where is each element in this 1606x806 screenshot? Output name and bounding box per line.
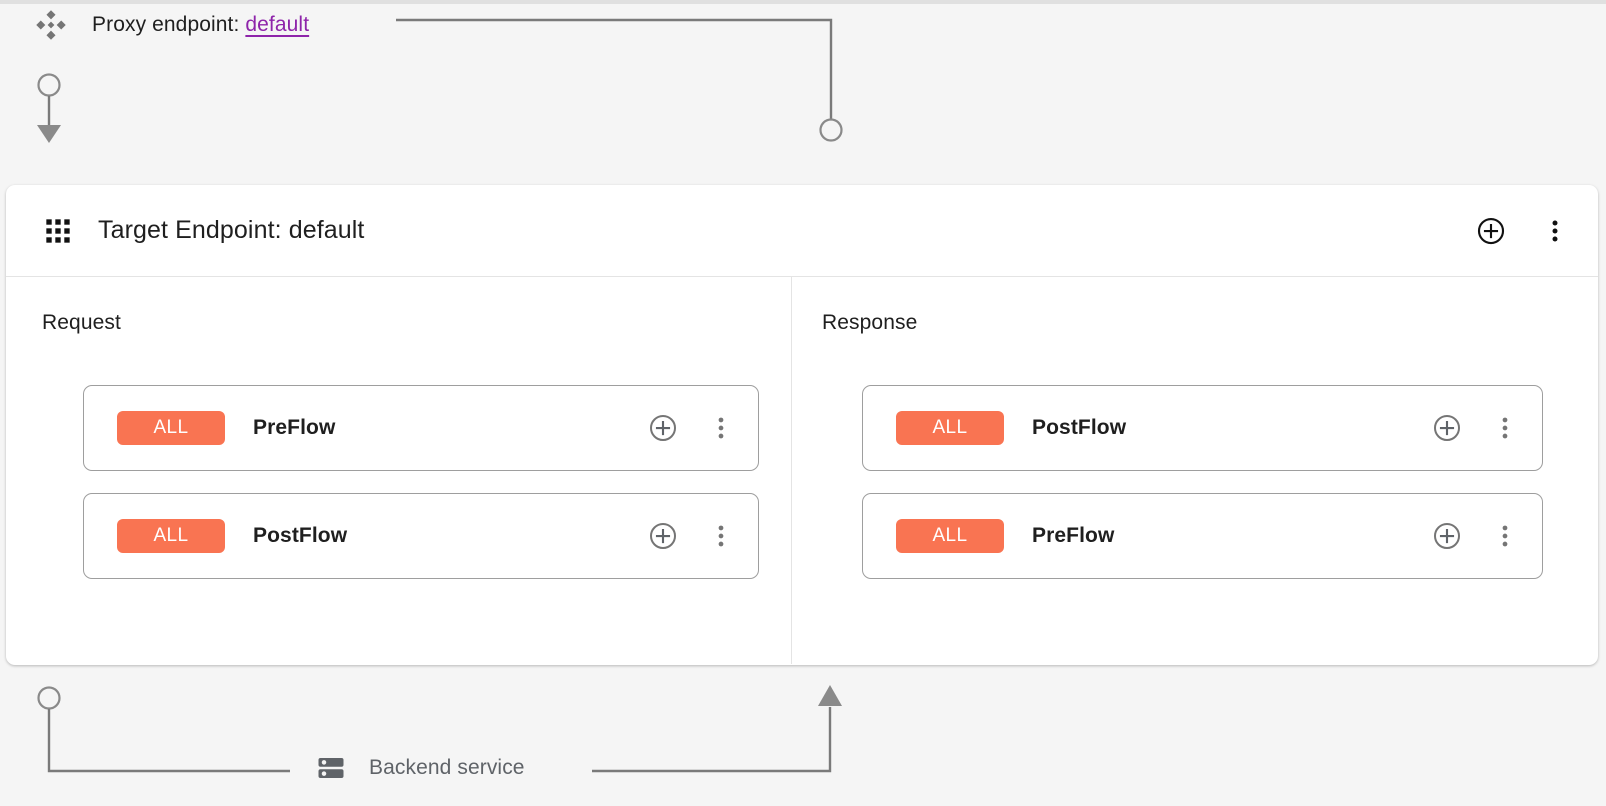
status-badge: ALL [117,411,225,445]
flow-name: PostFlow [253,524,348,547]
flow-card-actions [1430,519,1522,553]
request-column-title: Request [42,311,121,334]
flow-name: PostFlow [1032,416,1127,439]
status-badge: ALL [117,519,225,553]
target-out-endpoint-circle [37,686,61,710]
grid-apps-icon[interactable] [44,217,72,245]
add-policy-button[interactable] [1474,214,1508,248]
flow-card-request-postflow[interactable]: ALL PostFlow [83,493,759,579]
target-to-backend-connector [47,709,290,773]
target-endpoint-header: Target Endpoint: default [6,185,1598,277]
server-icon [316,753,346,783]
proxy-in-endpoint-circle [37,73,61,97]
more-vertical-icon [718,417,724,439]
plus-circle-icon [1477,217,1505,244]
top-edge-strip [0,0,1606,4]
add-step-button[interactable] [646,411,680,445]
target-endpoint-header-actions [1474,214,1572,248]
backend-service-node[interactable]: Backend service [316,748,525,788]
target-endpoint-menu-button[interactable] [1538,214,1572,248]
flow-menu-button[interactable] [704,411,738,445]
add-step-button[interactable] [1430,411,1464,445]
more-vertical-icon [1502,417,1508,439]
plus-circle-icon [649,522,677,550]
proxy-out-endpoint-circle [819,118,843,142]
flow-card-response-preflow[interactable]: ALL PreFlow [862,493,1543,579]
proxy-endpoint-label: Proxy endpoint: default [92,13,309,37]
flow-name: PreFlow [1032,524,1115,547]
plus-circle-icon [1433,522,1461,550]
status-badge: ALL [896,411,1004,445]
flow-columns: Request ALL PreFlow [6,277,1598,664]
more-vertical-icon [1502,525,1508,547]
flow-card-actions [1430,411,1522,445]
backend-return-arrow-head [818,685,842,706]
proxy-to-target-connector [396,18,833,120]
backend-service-label: Backend service [369,756,525,779]
flow-menu-button[interactable] [1488,411,1522,445]
add-step-button[interactable] [1430,519,1464,553]
flow-name: PreFlow [253,416,336,439]
proxy-endpoint-header: Proxy endpoint: default [0,6,309,44]
flow-menu-button[interactable] [1488,519,1522,553]
plus-circle-icon [1433,414,1461,442]
flow-card-response-postflow[interactable]: ALL PostFlow [862,385,1543,471]
response-column: Response ALL PostFlow [792,277,1597,664]
response-column-title: Response [822,311,918,334]
status-badge: ALL [896,519,1004,553]
flow-card-request-preflow[interactable]: ALL PreFlow [83,385,759,471]
drag-diamond-icon[interactable] [34,8,68,42]
flow-menu-button[interactable] [704,519,738,553]
request-column: Request ALL PreFlow [6,277,792,664]
proxy-endpoint-prefix: Proxy endpoint: [92,13,240,36]
plus-circle-icon [649,414,677,442]
add-step-button[interactable] [646,519,680,553]
target-endpoint-panel: Target Endpoint: default [6,185,1598,665]
flow-card-actions [646,411,738,445]
more-vertical-icon [1552,219,1558,242]
proxy-in-arrow-head [37,125,61,143]
response-flow-list: ALL PostFlow [862,385,1543,601]
page-title: Target Endpoint: default [98,216,365,244]
proxy-endpoint-link[interactable]: default [245,13,310,36]
backend-to-target-connector [592,707,832,773]
more-vertical-icon [718,525,724,547]
flow-card-actions [646,519,738,553]
request-flow-list: ALL PreFlow [83,385,759,601]
